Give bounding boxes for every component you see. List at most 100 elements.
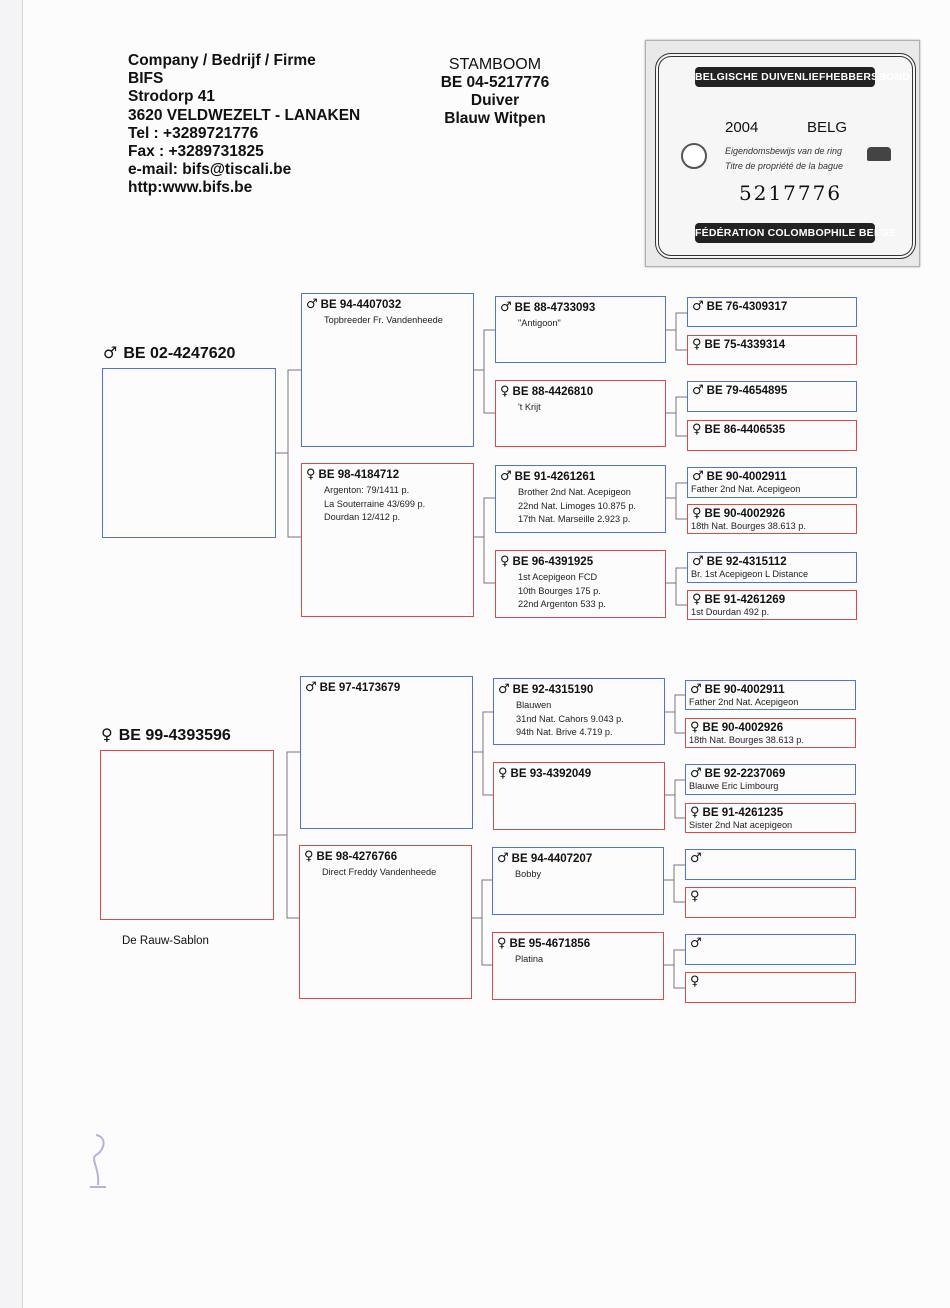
pedigree-box: ♀ (685, 972, 856, 1003)
bird-ring-id: ♀ (690, 974, 703, 989)
bird-id-text: BE 92-4315112 (706, 556, 787, 568)
subject-father-photo-box (102, 368, 276, 538)
bird-notes: Platina (515, 953, 543, 967)
bird-ring-id: ♀BE 91-4261235 (690, 805, 783, 820)
pedigree-box: ♂BE 88-4733093"Antigoon" (495, 296, 666, 363)
header-line: Tel : +3289721776 (128, 124, 259, 142)
female-icon: ♀ (692, 337, 702, 352)
subject-mother-photo-box (100, 750, 274, 920)
bird-ring-id: ♀BE 93-4392049 (498, 766, 591, 781)
female-icon: ♀ (498, 766, 508, 781)
bird-note-line: Br. 1st Acepigeon L Distance (691, 569, 809, 579)
pedigree-box: ♂BE 79-4654895 (687, 381, 857, 412)
bird-id-text: BE 90-4002926 (704, 508, 786, 520)
male-icon: ♂ (692, 383, 704, 398)
bird-note-line: Bobby (515, 869, 542, 879)
bird-id-text: BE 96-4391925 (512, 556, 594, 568)
ring-top-banner: BELGISCHE DUIVENLIEFHEBBERSBOND (695, 67, 910, 87)
male-icon: ♂ (103, 343, 118, 362)
female-icon: ♀ (690, 720, 700, 735)
female-icon: ♀ (500, 554, 510, 569)
bird-note-line: 1st Acepigeon FCD (518, 572, 598, 582)
pedigree-box: ♀BE 86-4406535 (687, 420, 857, 451)
female-icon: ♀ (690, 889, 700, 904)
header-line: BIFS (128, 70, 164, 88)
bird-id-text: BE 86-4406535 (704, 424, 786, 436)
bird-ring-id: ♀BE 75-4339314 (692, 337, 785, 352)
bird-id-text: BE 98-4184712 (318, 469, 400, 481)
bird-note-line: Dourdan 12/412 p. (324, 512, 401, 522)
title-color: Blauw Witpen (444, 110, 546, 127)
subject-mother-label: ♀BE 99-4393596 (101, 725, 231, 745)
bird-id-text: BE 94-4407032 (320, 299, 402, 311)
bird-id-text: BE 88-4733093 (514, 302, 596, 314)
bird-id-text: BE 90-4002911 (706, 471, 787, 483)
subject-mother-id: BE 99-4393596 (118, 727, 231, 744)
bird-id-text: BE 94-4407207 (511, 853, 593, 865)
bird-note-line: Topbreeder Fr. Vandenheede (324, 315, 443, 325)
female-icon: ♀ (692, 506, 702, 521)
male-icon: ♂ (692, 299, 704, 314)
bird-ring-id: ♂ (690, 851, 705, 866)
bird-notes: Sister 2nd Nat acepigeon (689, 819, 792, 831)
bird-notes: Father 2nd Nat. Acepigeon (691, 483, 800, 495)
bird-ring-id: ♂BE 94-4407207 (497, 851, 592, 866)
bird-ring-id: ♂BE 97-4173679 (305, 680, 400, 695)
bird-note-line: 94th Nat. Brive 4.719 p. (516, 727, 613, 737)
bird-id-text: BE 92-4315190 (512, 684, 594, 696)
male-icon: ♂ (500, 469, 512, 484)
bird-id-text: BE 90-4002926 (702, 722, 784, 734)
bird-note-line: Direct Freddy Vandenheede (322, 867, 437, 877)
bird-ring-id: ♂BE 92-2237069 (690, 766, 785, 781)
pedigree-box: ♀BE 93-4392049 (493, 762, 665, 830)
ring-certificate-frame: BELGISCHE DUIVENLIEFHEBBERSBOND 2004 BEL… (655, 53, 916, 259)
bird-id-text: BE 93-4392049 (510, 768, 592, 780)
bird-id-text: BE 75-4339314 (704, 339, 786, 351)
bird-id-text: BE 95-4671856 (509, 938, 591, 950)
bird-note-line: Father 2nd Nat. Acepigeon (691, 484, 801, 494)
bird-id-text: BE 79-4654895 (706, 385, 788, 397)
bird-note-line: 18th Nat. Bourges 38.613 p. (691, 521, 806, 531)
pedigree-box: ♀BE 96-4391925 1st Acepigeon FCD 10th Bour… (495, 550, 666, 618)
male-icon: ♂ (498, 682, 510, 697)
female-icon: ♀ (304, 849, 314, 864)
pedigree-box: ♀ (685, 887, 856, 918)
bird-note-line: 10th Bourges 175 p. (518, 585, 601, 596)
bird-id-text: BE 88-4426810 (512, 386, 594, 398)
ring-bottom-banner: FÉDÉRATION COLOMBOPHILE BELGE (695, 223, 896, 243)
pedigree-box: ♂ (685, 849, 856, 880)
bird-notes: "Antigoon" (518, 317, 561, 331)
bird-id-text: BE 98-4276766 (316, 851, 398, 863)
bird-notes: 18th Nat. Bourges 38.613 p. (691, 520, 806, 532)
bird-note-line: 17th Nat. Marseille 2.923 p. (518, 514, 631, 524)
bird-ring-id: ♂ (690, 936, 705, 951)
bird-notes: Br. 1st Acepigeon L Distance (691, 568, 808, 580)
bird-notes: Direct Freddy Vandenheede (322, 866, 436, 880)
bird-notes: Bobby (515, 868, 541, 882)
bird-note-line: "Antigoon" (518, 318, 561, 328)
female-icon: ♀ (306, 467, 316, 482)
male-icon: ♂ (305, 680, 317, 695)
title-ring: BE 04-5217776 (440, 74, 550, 91)
pedigree-box: ♂BE 97-4173679 (300, 676, 473, 829)
bird-ring-id: ♂BE 94-4407032 (306, 297, 401, 312)
bird-ring-id: ♀BE 86-4406535 (692, 422, 785, 437)
header-line: http:www.bifs.be (128, 179, 253, 197)
bird-note-line: Platina (515, 954, 544, 964)
female-icon: ♀ (692, 592, 702, 607)
subject-mother-caption: De Rauw-Sablon (122, 935, 209, 947)
bird-notes: Blauwe Eric Limbourg (689, 780, 778, 792)
ring-country: BELG (807, 119, 848, 136)
subject-father-id: BE 02-4247620 (123, 345, 236, 362)
